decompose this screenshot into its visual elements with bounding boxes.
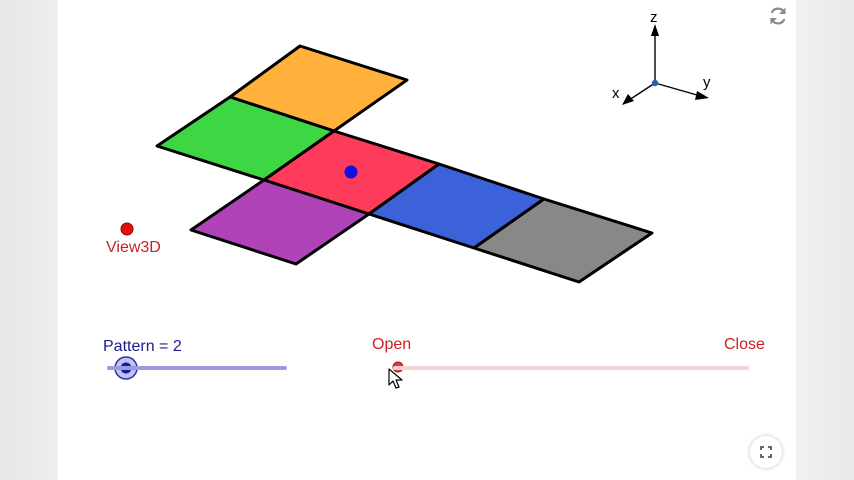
fullscreen-button[interactable] [750,436,782,468]
y-axis-label: y [703,74,711,91]
face-purple[interactable] [189,178,371,266]
left-margin [0,0,58,480]
refresh-icon[interactable] [766,4,790,28]
right-margin [796,0,854,480]
pattern-slider-track[interactable] [107,366,287,370]
axes-gizmo [622,24,709,105]
open-label: Open [372,336,412,353]
view3d-label: View3D [106,239,161,256]
pattern-slider-label: Pattern = 2 [103,338,182,355]
view3d-point[interactable] [120,222,134,236]
z-axis-label: z [650,9,658,26]
mouse-pointer-icon [388,368,404,395]
center-point[interactable] [344,165,358,179]
axes-origin [651,79,659,87]
x-axis-label: x [612,85,620,102]
close-label: Close [724,336,765,353]
open-close-slider-track[interactable] [393,366,749,370]
graphics-3d-view[interactable] [58,0,796,480]
face-gray[interactable] [472,197,654,284]
geogebra-applet[interactable]: z y x View3D Pattern = 2 Open Close [58,0,796,480]
fullscreen-icon [760,446,772,458]
